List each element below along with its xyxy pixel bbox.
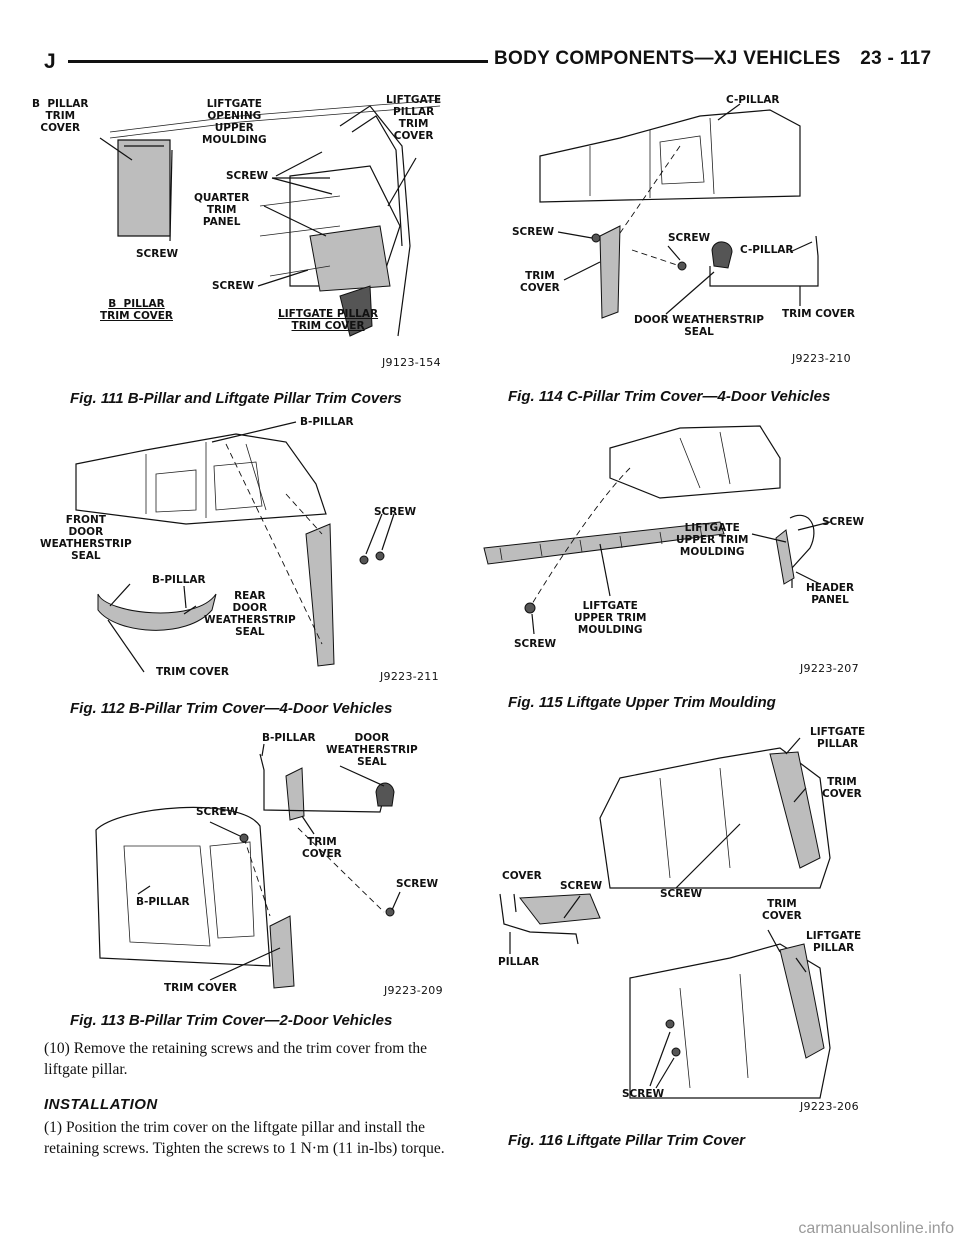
step-10-text: (10) Remove the retaining screws and the… xyxy=(44,1040,428,1078)
label-c-pillar: C-PILLAR xyxy=(740,244,794,256)
label-trim-cover: TRIM COVER xyxy=(762,898,802,922)
label-header-panel: HEADER PANEL xyxy=(806,582,855,606)
label-screw: SCREW xyxy=(512,226,555,238)
label-pillar: PILLAR xyxy=(498,956,540,968)
fig115-illustration xyxy=(483,425,831,635)
figure-113: B-PILLAR DOOR WEATHERSTRIP SEAL SCREW TR… xyxy=(40,726,460,1004)
label-liftgate-upper-trim-moulding: LIFTGATE UPPER TRIM MOULDING xyxy=(574,600,647,636)
figure-112-caption: Fig. 112 B-Pillar Trim Cover—4-Door Vehi… xyxy=(70,700,393,717)
label-cover: COVER xyxy=(502,870,542,882)
label-trim-cover: TRIM COVER xyxy=(520,270,560,294)
label-screw: SCREW xyxy=(668,232,711,244)
label-trim-cover: TRIM COVER xyxy=(782,308,855,320)
label-screw: SCREW xyxy=(560,880,603,892)
label-trim-cover: TRIM COVER xyxy=(302,836,342,860)
label-b-pillar: B-PILLAR xyxy=(136,896,190,908)
figure-code: J9223-211 xyxy=(380,670,439,683)
label-screw: SCREW xyxy=(660,888,703,900)
figure-code: J9123-154 xyxy=(382,356,441,369)
figure-116: LIFTGATE PILLAR TRIM COVER COVER SCREW S… xyxy=(480,718,920,1128)
figure-114: C-PILLAR SCREW SCREW C-PILLAR TRIM COVER… xyxy=(500,86,920,376)
fig116-illustration xyxy=(499,737,831,1099)
label-b-pillar-trim-cover-key: B PILLAR TRIM COVER xyxy=(100,298,173,322)
page-number: 23 - 117 xyxy=(860,48,932,69)
label-trim-cover: TRIM COVER xyxy=(164,982,237,994)
label-liftgate-opening-upper-moulding: LIFTGATE OPENING UPPER MOULDING xyxy=(202,98,267,146)
page-header: BODY COMPONENTS—XJ VEHICLES 23 - 117 xyxy=(494,48,931,70)
installation-heading: INSTALLATION xyxy=(44,1096,158,1113)
label-front-door-weatherstrip-seal: FRONT DOOR WEATHERSTRIP SEAL xyxy=(40,514,132,562)
label-screw: SCREW xyxy=(136,248,179,260)
figure-115-caption: Fig. 115 Liftgate Upper Trim Moulding xyxy=(508,694,776,711)
section-title: BODY COMPONENTS—XJ VEHICLES xyxy=(494,48,841,69)
label-quarter-trim-panel: QUARTER TRIM PANEL xyxy=(194,192,250,228)
label-door-weatherstrip-seal: DOOR WEATHERSTRIP SEAL xyxy=(634,314,764,338)
figure-113-caption: Fig. 113 B-Pillar Trim Cover—2-Door Vehi… xyxy=(70,1012,393,1029)
label-rear-door-weatherstrip-seal: REAR DOOR WEATHERSTRIP SEAL xyxy=(204,590,296,638)
figure-111-caption: Fig. 111 B-Pillar and Liftgate Pillar Tr… xyxy=(70,390,402,407)
label-screw: SCREW xyxy=(822,516,865,528)
label-door-weatherstrip-seal: DOOR WEATHERSTRIP SEAL xyxy=(326,732,418,768)
label-b-pillar: B-PILLAR xyxy=(300,416,354,428)
watermark: carmanualsonline.info xyxy=(798,1220,954,1237)
fig114-illustration xyxy=(539,103,819,319)
label-screw: SCREW xyxy=(374,506,417,518)
figure-112: B-PILLAR SCREW FRONT DOOR WEATHERSTRIP S… xyxy=(36,414,460,694)
figure-111: B PILLAR TRIM COVER LIFTGATE OPENING UPP… xyxy=(32,86,460,376)
figure-115: LIFTGATE UPPER TRIM MOULDING SCREW HEADE… xyxy=(480,418,920,686)
label-screw: SCREW xyxy=(226,170,269,182)
figure-code: J9223-207 xyxy=(800,662,859,675)
label-c-pillar: C-PILLAR xyxy=(726,94,780,106)
step-1-text: (1) Position the trim cover on the liftg… xyxy=(44,1119,445,1157)
figure-code: J9223-210 xyxy=(792,352,851,365)
label-liftgate-pillar: LIFTGATE PILLAR xyxy=(806,930,862,954)
header-rule xyxy=(68,60,488,63)
label-trim-cover: TRIM COVER xyxy=(822,776,862,800)
fig111-illustration xyxy=(99,99,441,337)
label-screw: SCREW xyxy=(396,878,439,890)
label-liftgate-pillar-trim-cover: LIFTGATE PILLAR TRIM COVER xyxy=(386,94,442,142)
label-liftgate-pillar-trim-cover-key: LIFTGATE PILLAR TRIM COVER xyxy=(278,308,379,332)
label-screw: SCREW xyxy=(622,1088,665,1100)
fig112-illustration xyxy=(75,421,395,673)
fig113-illustration xyxy=(95,743,401,989)
figure-116-caption: Fig. 116 Liftgate Pillar Trim Cover xyxy=(508,1132,746,1149)
figure-114-caption: Fig. 114 C-Pillar Trim Cover—4-Door Vehi… xyxy=(508,388,831,405)
label-screw: SCREW xyxy=(212,280,255,292)
label-b-pillar-trim-cover: B PILLAR TRIM COVER xyxy=(32,98,89,134)
label-b-pillar: B-PILLAR xyxy=(262,732,316,744)
figure-code: J9223-206 xyxy=(800,1100,859,1113)
section-letter: J xyxy=(44,50,57,73)
label-liftgate-upper-trim-moulding: LIFTGATE UPPER TRIM MOULDING xyxy=(676,522,749,558)
label-screw: SCREW xyxy=(514,638,557,650)
label-liftgate-pillar: LIFTGATE PILLAR xyxy=(810,726,866,750)
label-trim-cover: TRIM COVER xyxy=(156,666,229,678)
label-b-pillar: B-PILLAR xyxy=(152,574,206,586)
figure-code: J9223-209 xyxy=(384,984,443,997)
label-screw: SCREW xyxy=(196,806,239,818)
